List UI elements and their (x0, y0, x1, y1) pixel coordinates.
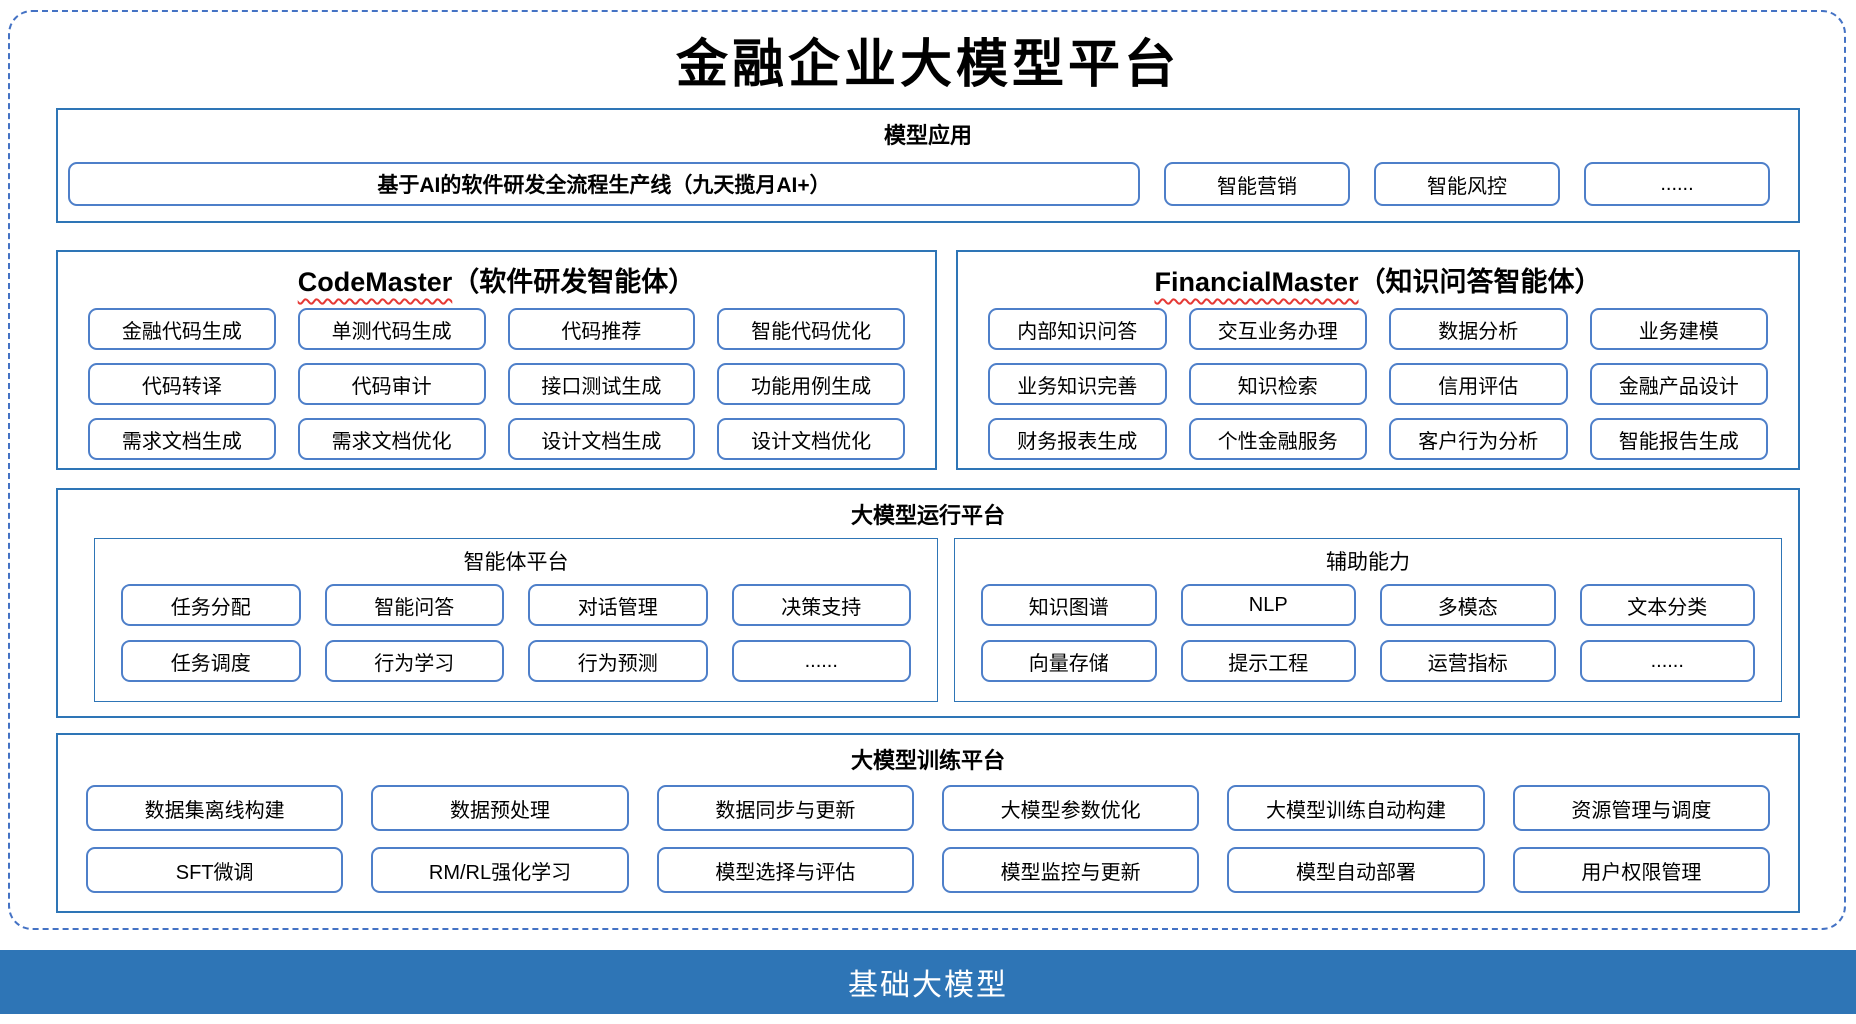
capability-box: 功能用例生成 (717, 363, 905, 405)
base-model-bar: 基础大模型 (0, 950, 1856, 1014)
capability-box: 数据同步与更新 (656, 785, 914, 831)
capability-box: 对话管理 (528, 584, 708, 626)
section-training-platform: 大模型训练平台 数据集离线构建 数据预处理 数据同步与更新 大模型参数优化 大模… (56, 733, 1800, 913)
capability-box: 金融产品设计 (1589, 363, 1768, 405)
capability-box: 代码推荐 (507, 308, 696, 350)
app-box-ellipsis: ...... (1584, 162, 1770, 206)
capability-box: 智能代码优化 (717, 308, 905, 350)
capability-box: 任务调度 (121, 640, 301, 682)
subsection-agent-platform: 智能体平台 任务分配 智能问答 对话管理 决策支持 任务调度 行为学习 行为预测… (94, 538, 938, 702)
base-model-label: 基础大模型 (848, 969, 1008, 1002)
capability-box: 数据集离线构建 (86, 785, 344, 831)
capability-box: 信用评估 (1389, 363, 1568, 405)
code-master-grid: 金融代码生成 单测代码生成 代码推荐 智能代码优化 代码转译 代码审计 接口测试… (58, 299, 935, 460)
agent-platform-grid: 任务分配 智能问答 对话管理 决策支持 任务调度 行为学习 行为预测 .....… (95, 576, 937, 682)
section-financial-master: FinancialMaster（知识问答智能体） 内部知识问答 交互业务办理 数… (956, 250, 1800, 470)
section-code-master: CodeMaster（软件研发智能体） 金融代码生成 单测代码生成 代码推荐 智… (56, 250, 937, 470)
outer-dashed-frame (8, 10, 1846, 930)
code-master-title: CodeMaster（软件研发智能体） (58, 260, 935, 299)
capability-box: 数据分析 (1389, 308, 1568, 350)
capability-box: 交互业务办理 (1188, 308, 1367, 350)
capability-box: 客户行为分析 (1389, 418, 1568, 460)
financial-master-title: FinancialMaster（知识问答智能体） (958, 260, 1798, 299)
capability-box: 资源管理与调度 (1512, 785, 1770, 831)
financial-master-grid: 内部知识问答 交互业务办理 数据分析 业务建模 业务知识完善 知识检索 信用评估… (958, 299, 1798, 460)
capability-box: 代码转译 (88, 363, 276, 405)
capability-box: 金融代码生成 (88, 308, 276, 350)
capability-box: 任务分配 (121, 584, 301, 626)
aux-ability-title: 辅助能力 (1326, 551, 1410, 574)
model-applications-row: 基于AI的软件研发全流程生产线（九天揽月AI+） 智能营销 智能风控 .....… (58, 162, 1798, 206)
page-title: 金融企业大模型平台 (675, 37, 1180, 94)
capability-box: 知识图谱 (981, 584, 1157, 626)
capability-box: SFT微调 (86, 847, 344, 893)
subsection-aux-ability: 辅助能力 知识图谱 NLP 多模态 文本分类 向量存储 提示工程 运营指标 ..… (954, 538, 1782, 702)
capability-box: 大模型训练自动构建 (1227, 785, 1485, 831)
capability-box: 行为学习 (324, 640, 504, 682)
section-model-applications-title: 模型应用 (883, 123, 972, 148)
capability-box: 个性金融服务 (1188, 418, 1367, 460)
capability-box: 提示工程 (1180, 640, 1356, 682)
training-platform-grid: 数据集离线构建 数据预处理 数据同步与更新 大模型参数优化 大模型训练自动构建 … (58, 775, 1798, 893)
capability-box: 内部知识问答 (988, 308, 1167, 350)
capability-box: 智能问答 (324, 584, 504, 626)
capability-box: 大模型参数优化 (942, 785, 1200, 831)
capability-box: RM/RL强化学习 (371, 847, 629, 893)
capability-box: 设计文档生成 (507, 418, 696, 460)
agent-platform-title: 智能体平台 (463, 551, 569, 574)
financial-master-title-zh: （知识问答智能体） (1358, 267, 1602, 297)
capability-box: NLP (1180, 584, 1356, 626)
section-model-applications: 模型应用 基于AI的软件研发全流程生产线（九天揽月AI+） 智能营销 智能风控 … (56, 108, 1800, 223)
app-box-marketing: 智能营销 (1164, 162, 1350, 206)
capability-box: 单测代码生成 (297, 308, 486, 350)
section-runtime-platform: 大模型运行平台 智能体平台 任务分配 智能问答 对话管理 决策支持 任务调度 行… (56, 488, 1800, 718)
app-box-ai-pipeline: 基于AI的软件研发全流程生产线（九天揽月AI+） (68, 162, 1140, 206)
capability-box: 智能报告生成 (1589, 418, 1768, 460)
capability-box: 用户权限管理 (1512, 847, 1770, 893)
code-master-title-en: CodeMaster (297, 267, 453, 297)
capability-box: ...... (1579, 640, 1755, 682)
capability-box: 需求文档优化 (297, 418, 486, 460)
aux-ability-grid: 知识图谱 NLP 多模态 文本分类 向量存储 提示工程 运营指标 ...... (955, 576, 1781, 682)
capability-box: 文本分类 (1579, 584, 1755, 626)
capability-box: 行为预测 (528, 640, 708, 682)
capability-box: 向量存储 (981, 640, 1157, 682)
capability-box: 运营指标 (1380, 640, 1556, 682)
capability-box: 知识检索 (1188, 363, 1367, 405)
capability-box: 需求文档生成 (88, 418, 276, 460)
capability-box: 数据预处理 (371, 785, 629, 831)
capability-box: 业务建模 (1589, 308, 1768, 350)
runtime-platform-title: 大模型运行平台 (850, 503, 1005, 528)
capability-box: 代码审计 (297, 363, 486, 405)
capability-box: 模型监控与更新 (942, 847, 1200, 893)
code-master-title-zh: （软件研发智能体） (452, 267, 696, 297)
capability-box: 多模态 (1380, 584, 1556, 626)
capability-box: ...... (731, 640, 911, 682)
training-platform-title: 大模型训练平台 (850, 748, 1005, 773)
capability-box: 财务报表生成 (988, 418, 1167, 460)
capability-box: 业务知识完善 (988, 363, 1167, 405)
financial-master-title-en: FinancialMaster (1154, 267, 1359, 297)
capability-box: 接口测试生成 (507, 363, 696, 405)
capability-box: 模型选择与评估 (656, 847, 914, 893)
capability-box: 设计文档优化 (717, 418, 905, 460)
app-box-risk-control: 智能风控 (1374, 162, 1560, 206)
capability-box: 决策支持 (731, 584, 911, 626)
capability-box: 模型自动部署 (1227, 847, 1485, 893)
